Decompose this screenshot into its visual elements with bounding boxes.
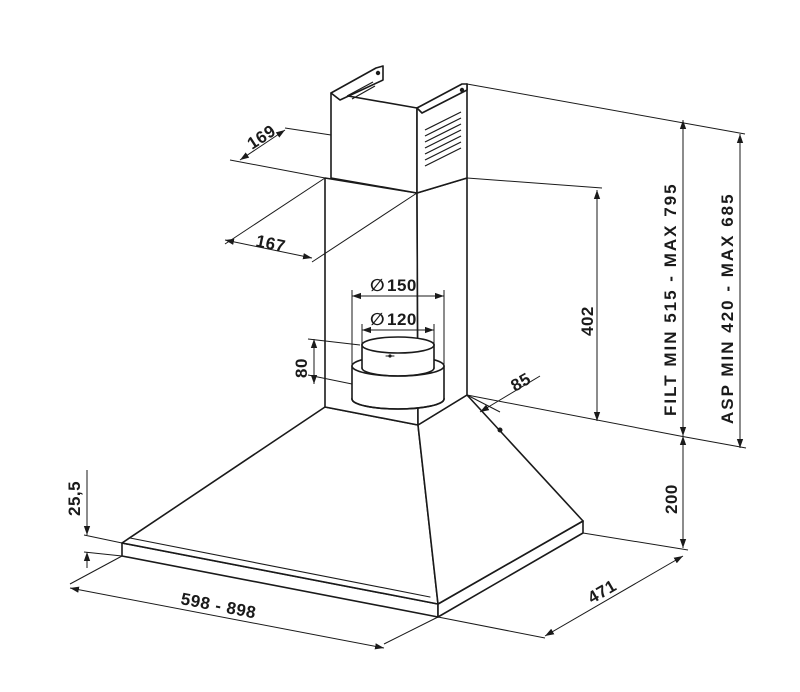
label-edge-thickness: 25,5 xyxy=(65,481,84,516)
outlet-collar xyxy=(351,336,445,410)
label-aspiration-range: ASP MIN 420 - MAX 685 xyxy=(718,192,737,424)
diameter-symbol-2: ∅ xyxy=(370,310,385,329)
chimney-upper-front xyxy=(330,92,418,194)
hood-body xyxy=(121,65,584,618)
diameter-symbol-1: ∅ xyxy=(370,276,385,295)
label-outlet-height: 80 xyxy=(292,358,311,378)
label-chimney-width: 167 xyxy=(254,231,287,256)
label-outlet-diameter-large: ∅ 150 xyxy=(370,276,417,295)
label-outlet-offset: 85 xyxy=(508,369,535,395)
dimension-labels: 169 167 ∅ 150 ∅ 120 80 85 402 FILT MIN 5… xyxy=(65,121,737,622)
label-hood-width: 598 - 898 xyxy=(179,589,258,622)
vent-slots-top xyxy=(346,81,376,100)
value-120: 120 xyxy=(387,310,417,329)
label-chimney-upper-height: 402 xyxy=(578,306,597,336)
label-canopy-height: 200 xyxy=(662,484,681,514)
dimension-lines xyxy=(69,83,747,650)
vent-slots xyxy=(424,111,462,167)
label-filter-range: FILT MIN 515 - MAX 795 xyxy=(661,182,680,416)
bracket-hole-right xyxy=(459,87,465,93)
chimney-top-bracket xyxy=(330,65,384,101)
label-chimney-depth: 169 xyxy=(244,121,279,153)
label-outlet-diameter-small: ∅ 120 xyxy=(370,310,417,329)
value-150: 150 xyxy=(387,276,417,295)
screw-dot xyxy=(497,427,503,433)
bracket-hole-left xyxy=(375,70,381,76)
